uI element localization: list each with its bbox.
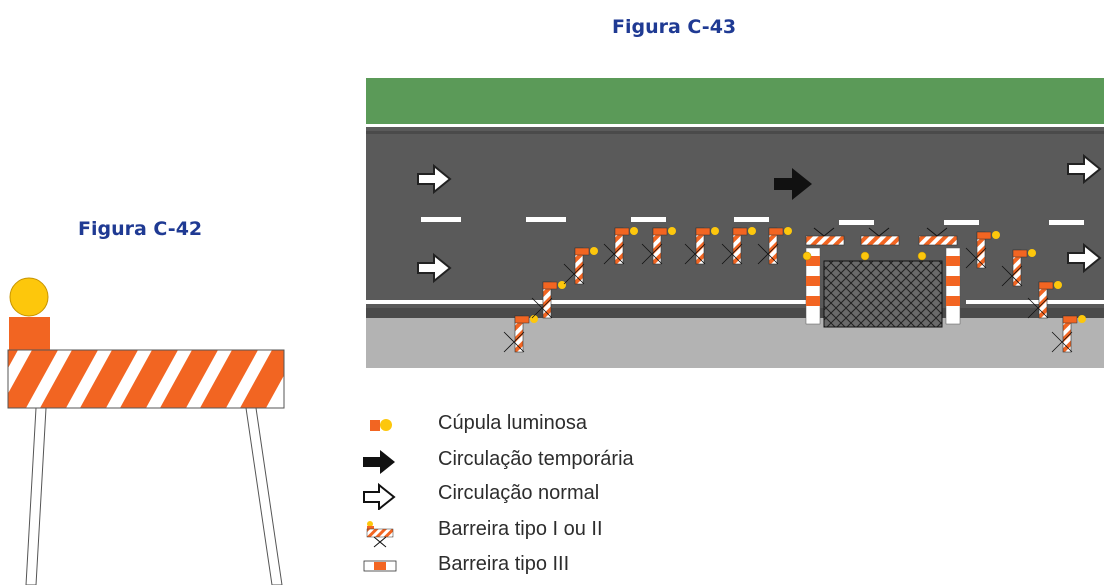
- lamp-base: [9, 317, 50, 350]
- barricade-legs: [25, 407, 283, 585]
- normal-flow-arrow-icon: [417, 153, 1102, 284]
- type-3-barrier-posts: [805, 247, 961, 325]
- barrier-type-3-icon: [363, 560, 397, 572]
- figure-c43-title: Figura C-43: [612, 16, 737, 38]
- normal-flow-arrow-icon: [363, 482, 396, 510]
- lane-dashes: [421, 217, 1084, 225]
- figure-c42-title: Figura C-42: [78, 218, 203, 240]
- excavation-area: [823, 260, 943, 328]
- legend-label: Circulação temporária: [438, 448, 634, 470]
- legend-label: Cúpula luminosa: [438, 412, 587, 434]
- lamp-globe-icon: [9, 277, 49, 317]
- road-diagram: [366, 78, 1104, 368]
- shoulder: [366, 318, 1104, 368]
- legend-label: Barreira tipo I ou II: [438, 518, 603, 540]
- legend-label: Barreira tipo III: [438, 553, 570, 575]
- grass-strip: [366, 78, 1104, 124]
- legend-label: Circulação normal: [438, 482, 600, 504]
- temporary-flow-arrow-icon: [774, 168, 812, 200]
- barricade-board: [8, 350, 284, 408]
- barrier-type-1-2-icon: [366, 521, 394, 548]
- barricade-illustration: [7, 277, 285, 585]
- luminous-dome-icon: [370, 419, 392, 431]
- temporary-flow-arrow-icon: [363, 450, 395, 474]
- type-1-2-horizontal-barriers: [802, 227, 958, 261]
- barrier-taper: [503, 227, 1086, 353]
